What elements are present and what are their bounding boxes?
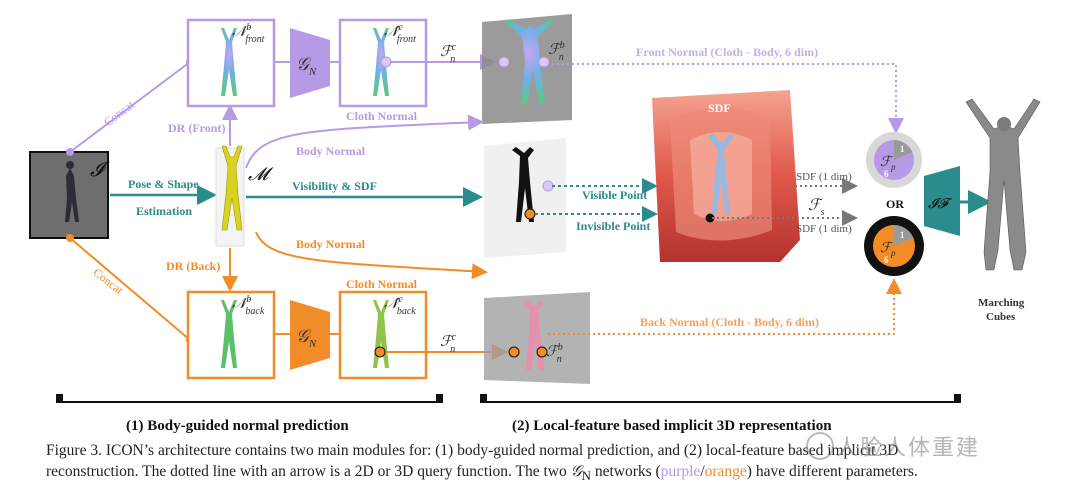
- pose-shape-label: Pose & Shape: [128, 177, 199, 191]
- body-normal-top-arrow: [245, 114, 484, 169]
- visibility-point-cloud: [484, 138, 566, 258]
- estimation-label: Estimation: [136, 204, 192, 218]
- caption-line-2: reconstruction. The dotted line with an …: [46, 463, 918, 484]
- implicit-function-module: 𝓘𝓕: [924, 166, 960, 236]
- cubes-label: Cubes: [986, 311, 1016, 323]
- sdf-label: SDF: [708, 101, 731, 115]
- module1-bracket: [56, 394, 443, 403]
- cloth-normal-bottom-label: Cloth Normal: [346, 277, 418, 291]
- svg-text:6: 6: [884, 169, 889, 179]
- gn-network-bottom: 𝒢N: [290, 300, 330, 370]
- figure-caption: Figure 3. ICON’s architecture contains t…: [46, 440, 1066, 486]
- mesh-label: 𝓜: [248, 164, 274, 184]
- svg-text:𝒢N: 𝒢N: [296, 326, 317, 350]
- visibility-sdf-label: Visibility & SDF: [292, 179, 377, 193]
- module2-bracket: [480, 394, 961, 403]
- watermark: 人脸人体重建: [836, 436, 981, 461]
- gn-network-top: 𝒢N: [290, 28, 330, 98]
- svg-text:ℱbn: ℱbn: [546, 342, 563, 365]
- svg-text:1: 1: [900, 230, 905, 240]
- sdf-1dim-top-label: SDF (1 dim): [796, 171, 852, 183]
- reconstructed-mesh: [965, 98, 1041, 271]
- back-normal-query: [548, 278, 902, 335]
- watermark-logo-icon: [806, 432, 834, 460]
- concat-line-top: [69, 61, 191, 153]
- sdf-volume: SDF: [652, 90, 800, 262]
- module1-label: (1) Body-guided normal prediction: [126, 418, 349, 434]
- fp-ring-bottom: ℱp 1 6: [864, 216, 924, 276]
- fs-label: ℱs: [808, 197, 825, 218]
- svg-text:ℱp: ℱp: [880, 155, 896, 172]
- invisible-point-label: Invisible Point: [576, 219, 650, 233]
- marching-label: Marching: [978, 297, 1025, 309]
- front-normal-label: Front Normal (Cloth - Body, 6 dim): [636, 45, 818, 59]
- sdf-1dim-bottom-label: SDF (1 dim): [796, 223, 852, 235]
- visible-point-label: Visible Point: [582, 188, 647, 202]
- back-normal-label: Back Normal (Cloth - Body, 6 dim): [640, 315, 819, 329]
- module2-label: (2) Local-feature based implicit 3D repr…: [512, 418, 832, 434]
- caption-line-1: Figure 3. ICON’s architecture contains t…: [46, 442, 899, 459]
- svg-text:ℱp: ℱp: [880, 241, 896, 258]
- dr-front-label: DR (Front): [168, 121, 225, 135]
- concat-line-bottom: [69, 237, 191, 341]
- svg-text:ℱbn: ℱbn: [548, 40, 565, 63]
- concat-label-top: Concat: [101, 97, 137, 129]
- body-normal-bottom-arrow: [255, 231, 488, 280]
- input-image: 𝓘: [29, 151, 110, 239]
- svg-text:𝒢N: 𝒢N: [296, 54, 317, 78]
- dr-back-label: DR (Back): [166, 259, 220, 273]
- fp-ring-top: ℱp 1 6: [866, 132, 922, 188]
- body-normal-bottom-label: Body Normal: [296, 237, 366, 251]
- svg-text:1: 1: [900, 144, 905, 154]
- or-label: OR: [886, 197, 904, 211]
- svg-text:𝓘𝓕: 𝓘𝓕: [928, 197, 952, 212]
- body-mesh: 𝓜: [215, 145, 274, 247]
- svg-text:6: 6: [884, 255, 889, 265]
- cloth-normal-top-label: Cloth Normal: [346, 109, 418, 123]
- architecture-diagram: 𝓘 Concat Concat Pose & Shape Estimation …: [29, 14, 1041, 434]
- body-normal-top-label: Body Normal: [296, 144, 366, 158]
